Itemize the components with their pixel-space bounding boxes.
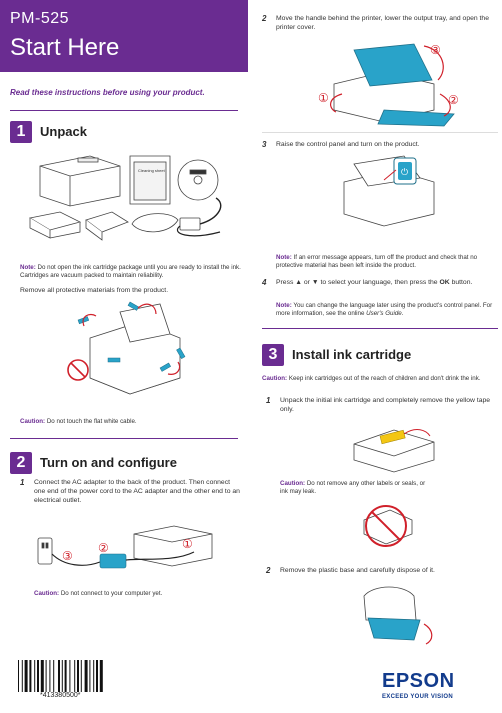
caution-text: Keep ink cartridges out of the reach of … <box>288 375 481 382</box>
section-title-unpack: Unpack <box>40 124 87 139</box>
control-panel-illustration: ⏻ <box>343 155 435 227</box>
ink-bag-icon <box>131 213 179 233</box>
do-not-remove-labels-illustration <box>363 505 413 547</box>
error-note: Note: If an error message appears, turn … <box>276 254 498 270</box>
intro-text: Read these instructions before using you… <box>10 88 205 97</box>
cartridge-pack-icon <box>85 211 129 241</box>
page-title: Start Here <box>10 34 120 61</box>
children-caution: Caution: Keep ink cartridges out of the … <box>262 375 498 383</box>
caution-label: Caution: <box>34 590 60 597</box>
divider <box>10 438 238 439</box>
unpack-note: Note: Do not open the ink cartridge pack… <box>20 264 242 280</box>
divider <box>10 110 238 111</box>
callout-three: ③ <box>430 43 441 57</box>
model-name: PM-525 <box>10 10 70 27</box>
cleaning-sheet-icon <box>129 155 171 205</box>
note-text: You can change the language later using … <box>276 302 493 317</box>
step-number: 1 <box>20 478 25 487</box>
cable-caution: Caution: Do not touch the flat white cab… <box>20 418 242 426</box>
computer-caution: Caution: Do not connect to your computer… <box>34 590 240 598</box>
step-number: 4 <box>262 278 267 287</box>
caution-label: Caution: <box>262 375 288 382</box>
note-label: Note: <box>276 302 292 309</box>
step-number: 2 <box>262 14 267 23</box>
callout-one: ① <box>182 537 193 551</box>
section-number-3: 3 <box>262 344 284 366</box>
ac-adapter-icon <box>176 197 222 237</box>
no-touch-icon <box>67 359 89 381</box>
ink-cartridge-icon <box>28 211 82 239</box>
step-number: 3 <box>262 140 267 149</box>
protective-materials-illustration <box>67 301 186 395</box>
open-cover-illustration: ③ ① ② <box>318 43 459 127</box>
svg-text:⏻: ⏻ <box>401 167 408 178</box>
remove-base-text: Remove the plastic base and carefully di… <box>280 567 435 574</box>
connect-adapter-text: Connect the AC adapter to the back of th… <box>34 479 240 504</box>
select-language-text: Press ▲ or ▼ to select your language, th… <box>276 279 473 286</box>
section-title-turn-on: Turn on and configure <box>40 455 177 470</box>
caution-text: Do not connect to your computer yet. <box>60 590 163 597</box>
barcode-text: *413380500* <box>40 692 81 699</box>
cleaning-sheet-label: Cleaning sheet <box>138 168 166 173</box>
callout-one: ① <box>318 91 329 105</box>
adapter-icon <box>99 553 127 569</box>
section-number-2: 2 <box>10 452 32 474</box>
right-column: 2 Move the handle behind the printer, lo… <box>254 0 502 713</box>
note-text: If an error message appears, turn off th… <box>276 254 478 269</box>
unpack-illustration: Cleaning sheet <box>28 155 222 241</box>
divider <box>262 132 498 133</box>
header-bar: PM-525 Start Here <box>0 0 248 72</box>
step-number: 1 <box>266 396 271 405</box>
yellow-tape-illustration <box>353 429 435 473</box>
labels-caution: Caution: Do not remove any other labels … <box>280 480 430 496</box>
open-cover-text: Move the handle behind the printer, lowe… <box>276 15 489 31</box>
caution-label: Caution: <box>280 480 306 487</box>
ok-label: OK <box>439 279 450 286</box>
barcode <box>18 660 103 692</box>
caution-label: Caution: <box>20 418 46 425</box>
raise-panel-text: Raise the control panel and turn on the … <box>276 141 420 148</box>
remove-base-illustration <box>363 586 433 645</box>
epson-tagline: EXCEED YOUR VISION <box>382 694 453 700</box>
up-arrow-icon: ▲ <box>295 279 302 286</box>
divider <box>262 328 498 329</box>
outlet-icon <box>37 537 53 565</box>
language-note: Note: You can change the language later … <box>276 302 493 317</box>
down-arrow-icon: ▼ <box>311 279 319 286</box>
power-connection-illustration: ③ ② ① <box>37 525 213 569</box>
caution-text: Do not remove any other labels or seals,… <box>280 480 426 495</box>
printer-icon <box>39 155 121 207</box>
remove-protective-text: Remove all protective materials from the… <box>20 287 169 294</box>
epson-logo: EPSON <box>382 670 455 692</box>
left-column: PM-525 Start Here Read these instruction… <box>0 0 248 713</box>
note-label: Note: <box>276 254 292 261</box>
section-title-install-ink: Install ink cartridge <box>292 347 412 362</box>
cd-icon <box>177 159 219 201</box>
users-guide-ref: User's Guide <box>366 310 402 317</box>
note-label: Note: <box>20 264 36 271</box>
unpack-cartridge-text: Unpack the initial ink cartridge and com… <box>280 397 491 413</box>
caution-text: Do not touch the flat white cable. <box>46 418 137 425</box>
section-number-1: 1 <box>10 121 32 143</box>
callout-two: ② <box>448 93 459 107</box>
callout-three: ③ <box>62 549 73 563</box>
step-number: 2 <box>266 566 271 575</box>
callout-two: ② <box>98 541 109 555</box>
note-text: Do not open the ink cartridge package un… <box>20 264 241 279</box>
